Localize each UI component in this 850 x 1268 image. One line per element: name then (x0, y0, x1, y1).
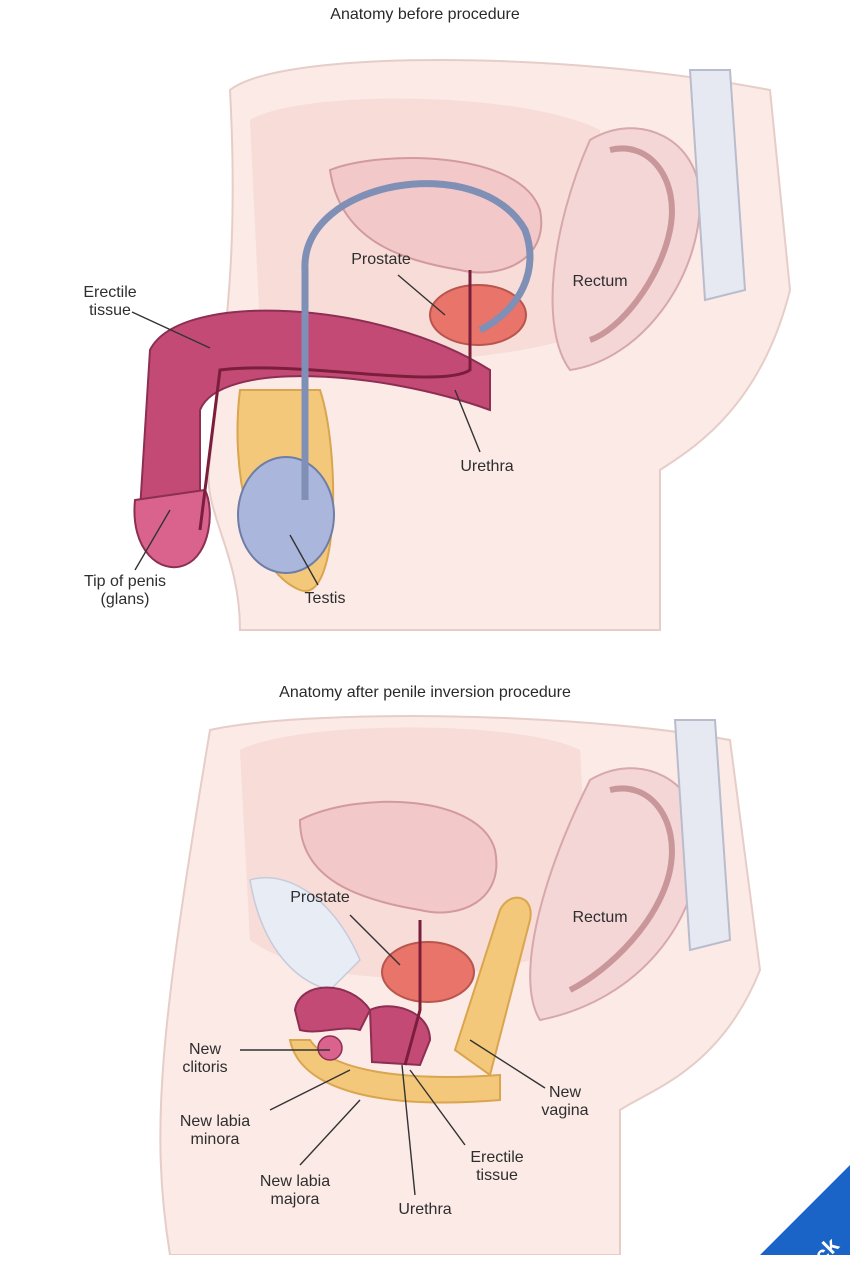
before-label-erectile-tissue: Erectile tissue (83, 284, 137, 319)
after-bladder (298, 800, 498, 914)
corner-badge-shape (760, 1165, 850, 1255)
after-label-urethra: Urethra (398, 1201, 452, 1218)
after-label-new-clitoris: New clitoris (182, 1041, 228, 1076)
corner-badge[interactable] (760, 1165, 850, 1255)
before-vas-deferens (301, 180, 534, 500)
before-spine (688, 69, 747, 302)
after-label-erectile-tissue: Erectile tissue (470, 1149, 524, 1184)
before-title: Anatomy before procedure (330, 6, 520, 23)
after-leader-erectile (409, 1069, 466, 1146)
before-prostate (429, 284, 527, 346)
before-leader-erectile (131, 311, 211, 349)
after-label-new-vagina: New vagina (541, 1084, 589, 1119)
after-label-new-labia-majora: New labia majora (259, 1173, 331, 1208)
before-leader-testis (289, 534, 319, 586)
after-new-clitoris (317, 1035, 343, 1061)
after-labia-majora (288, 1039, 501, 1104)
after-prostate (381, 941, 475, 1003)
after-leader-prostate (349, 914, 401, 966)
before-glans (133, 488, 211, 569)
before-label-tip-of-penis: Tip of penis (glans) (83, 573, 167, 608)
before-urethra (198, 270, 472, 531)
before-leader-urethra (454, 389, 481, 453)
before-rectum (551, 127, 702, 372)
after-rectum (529, 767, 702, 1022)
after-leader-urethra (401, 1064, 416, 1196)
before-leader-prostate (397, 274, 446, 316)
before-label-testis: Testis (304, 590, 346, 607)
after-title: Anatomy after penile inversion procedure (279, 684, 571, 701)
after-pale-region (249, 876, 361, 991)
after-leader-labia-majora (299, 1099, 361, 1166)
before-label-rectum: Rectum (572, 273, 628, 290)
after-rectum-inner (568, 785, 675, 993)
after-label-new-labia-minora: New labia minora (179, 1113, 251, 1148)
after-label-prostate: Prostate (290, 889, 350, 906)
before-rectum-inner (588, 145, 675, 343)
after-leader-labia-minora (269, 1069, 351, 1111)
before-anatomy-illustration (131, 59, 792, 631)
before-leader-glans (134, 509, 171, 571)
before-testis (237, 456, 335, 574)
after-anatomy-illustration (159, 715, 762, 1255)
after-spine (673, 719, 732, 952)
after-leader-vagina (469, 1039, 546, 1089)
after-urethra (403, 920, 422, 1066)
before-label-prostate: Prostate (351, 251, 411, 268)
after-new-vagina (453, 896, 532, 1077)
before-label-urethra: Urethra (460, 458, 514, 475)
after-label-rectum: Rectum (572, 909, 628, 926)
